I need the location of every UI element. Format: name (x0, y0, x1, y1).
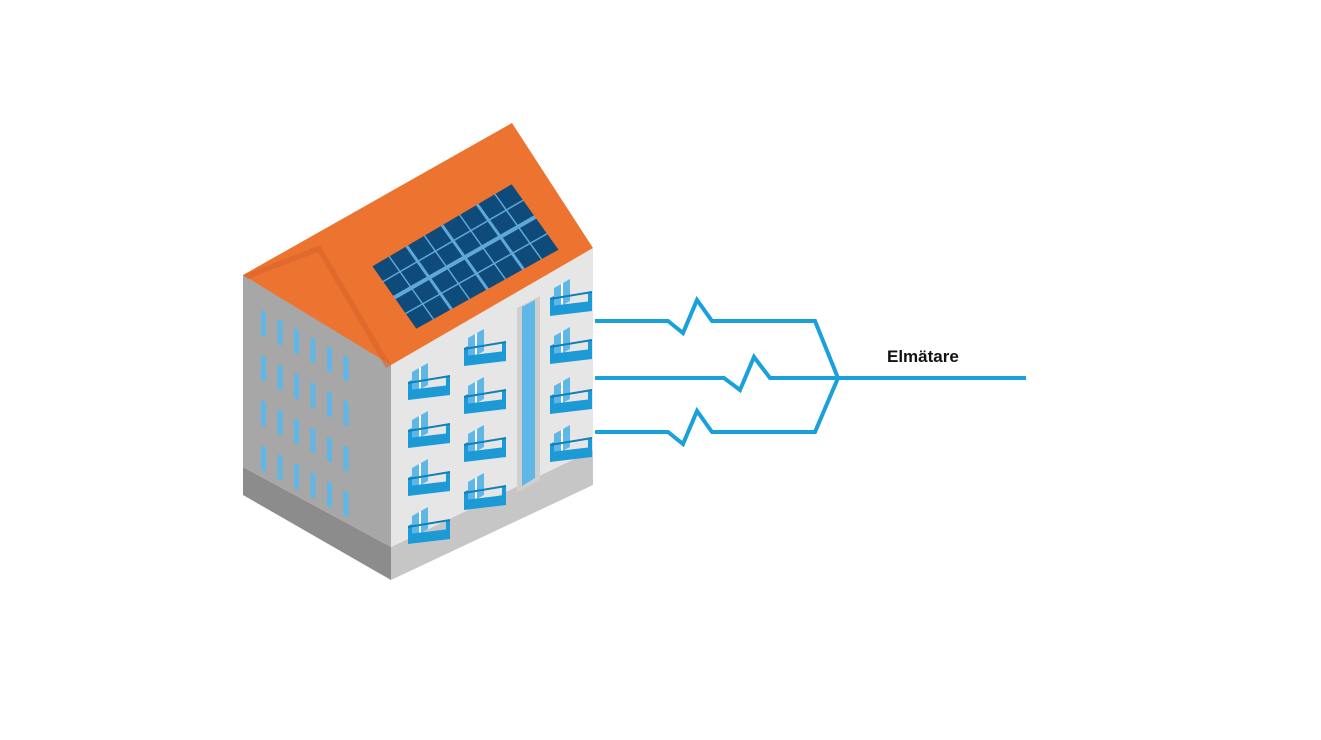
side-window (310, 427, 316, 454)
side-window (310, 337, 316, 364)
side-windows (261, 310, 349, 517)
side-window (261, 355, 266, 382)
stairwell-window (517, 296, 540, 493)
wire-bottom (595, 377, 840, 448)
side-window (310, 472, 316, 499)
side-window (277, 409, 283, 436)
side-window (277, 454, 283, 481)
side-window (277, 319, 283, 346)
side-window (294, 373, 299, 400)
side-window (261, 400, 266, 427)
side-window (294, 328, 299, 355)
balcony (408, 481, 450, 496)
side-window (277, 364, 283, 391)
side-window (327, 436, 332, 463)
balcony (550, 301, 592, 316)
balcony (550, 399, 592, 414)
balconies (408, 279, 592, 544)
electricity-wiring (595, 295, 1026, 448)
side-window (343, 490, 349, 517)
side-window (327, 391, 332, 418)
side-window (343, 400, 349, 427)
balcony (408, 529, 450, 544)
balcony (464, 399, 506, 414)
balcony (408, 433, 450, 448)
balcony (550, 349, 592, 364)
side-window (261, 445, 266, 472)
side-window (310, 382, 316, 409)
balcony (464, 447, 506, 462)
side-window (343, 355, 349, 382)
wire-middle (595, 353, 838, 394)
side-window (327, 346, 332, 373)
side-window (327, 481, 332, 508)
side-window (294, 463, 299, 490)
meter-label: Elmätare (887, 347, 959, 366)
apartment-building-icon (243, 123, 593, 580)
side-window (261, 310, 266, 337)
side-window (343, 445, 349, 472)
wire-top (595, 295, 840, 379)
balcony (464, 495, 506, 510)
balcony (464, 351, 506, 366)
side-window (294, 418, 299, 445)
solar-panel-icon (369, 181, 562, 332)
balcony (408, 385, 450, 400)
balcony (550, 447, 592, 462)
